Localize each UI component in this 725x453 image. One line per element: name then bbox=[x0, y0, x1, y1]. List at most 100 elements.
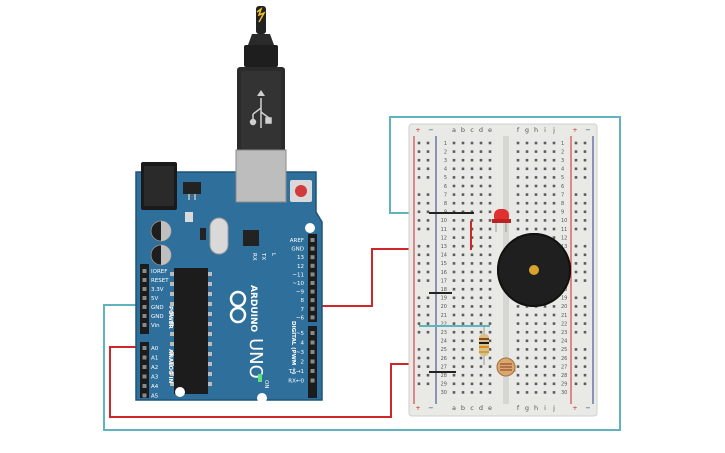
header-pin[interactable] bbox=[142, 287, 147, 291]
header-pin[interactable] bbox=[142, 374, 147, 379]
header-pin[interactable] bbox=[142, 355, 147, 360]
header-pin[interactable] bbox=[310, 340, 315, 345]
row-number: 12 bbox=[561, 235, 567, 241]
header-pin[interactable] bbox=[310, 369, 315, 373]
column-label: d bbox=[479, 126, 483, 134]
row-number: 6 bbox=[561, 184, 564, 190]
pin-label: ~11 bbox=[292, 272, 304, 278]
row-number: 24 bbox=[441, 339, 447, 345]
analog-header-label: ANALOG IN bbox=[167, 349, 173, 384]
row-number: 28 bbox=[561, 373, 567, 379]
row-number: 27 bbox=[441, 364, 447, 370]
header-pin[interactable] bbox=[310, 298, 315, 303]
pin-label: GND bbox=[291, 247, 304, 253]
header-pin[interactable] bbox=[310, 263, 315, 268]
red-led bbox=[492, 209, 511, 232]
pin-label: 5V bbox=[151, 296, 158, 302]
column-label: g bbox=[525, 126, 529, 134]
pin-label: A0 bbox=[151, 346, 159, 352]
header-pin[interactable] bbox=[142, 278, 147, 282]
row-number: 30 bbox=[561, 390, 567, 396]
on-led bbox=[258, 374, 262, 382]
rx-led-label: RX bbox=[251, 253, 257, 261]
pin-label: GND bbox=[151, 305, 164, 311]
pin-label: A5 bbox=[151, 394, 159, 400]
pin-label: ~5 bbox=[296, 331, 305, 337]
header-pin[interactable] bbox=[142, 296, 147, 300]
column-label: e bbox=[488, 126, 492, 134]
tx-led-label: TX bbox=[260, 252, 266, 260]
pin-label: GND bbox=[151, 314, 164, 320]
rail-label: − bbox=[428, 404, 433, 412]
row-number: 3 bbox=[561, 158, 564, 164]
pin-label: RX←0 bbox=[288, 379, 304, 385]
row-number: 12 bbox=[441, 235, 447, 241]
column-label: f bbox=[517, 404, 520, 412]
row-number: 6 bbox=[444, 184, 447, 190]
pin-label: 2 bbox=[301, 360, 305, 366]
row-number: 23 bbox=[561, 330, 567, 336]
components bbox=[419, 209, 571, 377]
row-number: 13 bbox=[561, 244, 567, 250]
header-pin[interactable] bbox=[310, 306, 315, 311]
header-pin[interactable] bbox=[142, 323, 147, 327]
rail-label: + bbox=[572, 404, 577, 412]
row-number: 15 bbox=[441, 261, 447, 267]
row-number: 11 bbox=[561, 227, 567, 233]
row-number: 20 bbox=[441, 304, 447, 310]
row-number: 2 bbox=[561, 149, 564, 155]
row-number: 23 bbox=[441, 330, 447, 336]
header-pin[interactable] bbox=[142, 346, 147, 350]
header-pin[interactable] bbox=[142, 393, 147, 398]
row-number: 5 bbox=[561, 175, 564, 181]
row-number: 7 bbox=[561, 192, 564, 198]
pin-label: TX→1 bbox=[288, 369, 304, 375]
header-pin[interactable] bbox=[142, 314, 147, 318]
row-number: 1 bbox=[444, 141, 447, 147]
row-number: 8 bbox=[561, 201, 564, 207]
lightning-icon bbox=[256, 6, 266, 23]
header-pin[interactable] bbox=[142, 269, 147, 273]
row-number: 22 bbox=[441, 321, 447, 327]
pin-label: ~6 bbox=[296, 315, 305, 321]
header-pin[interactable] bbox=[310, 289, 315, 294]
arduino-logo-icon bbox=[229, 290, 247, 324]
row-number: 18 bbox=[441, 287, 447, 293]
row-number: 22 bbox=[561, 321, 567, 327]
row-number: 26 bbox=[441, 356, 447, 362]
pin-label: A3 bbox=[151, 375, 159, 381]
header-pin[interactable] bbox=[142, 384, 147, 388]
header-pin[interactable] bbox=[310, 359, 315, 364]
header-pin[interactable] bbox=[310, 315, 315, 320]
header-pin[interactable] bbox=[310, 272, 315, 277]
column-label: a bbox=[452, 404, 456, 412]
header-pin[interactable] bbox=[310, 378, 315, 383]
wire-gnd-teal bbox=[103, 116, 621, 431]
row-number: 1 bbox=[561, 141, 564, 147]
column-label: d bbox=[479, 404, 483, 412]
row-number: 9 bbox=[561, 210, 564, 216]
column-label: j bbox=[552, 404, 555, 412]
header-pin[interactable] bbox=[142, 365, 147, 369]
header-pin[interactable] bbox=[310, 238, 315, 242]
on-led-label: ON bbox=[263, 380, 269, 388]
arduino-uno-board: ARDUINO UNO POWER ANALOG IN DIGITAL (PWM… bbox=[135, 149, 323, 403]
header-pin[interactable] bbox=[310, 331, 315, 335]
header-pin[interactable] bbox=[310, 246, 315, 251]
header-pin[interactable] bbox=[310, 350, 315, 354]
pin-label: AREF bbox=[290, 238, 304, 244]
row-number: 7 bbox=[444, 192, 447, 198]
row-number: 24 bbox=[561, 339, 567, 345]
header-pin[interactable] bbox=[310, 281, 315, 285]
row-number: 2 bbox=[444, 149, 447, 155]
digital-header-high bbox=[308, 234, 317, 322]
row-number: 28 bbox=[441, 373, 447, 379]
rail-label: − bbox=[585, 404, 590, 412]
row-number: 5 bbox=[444, 175, 447, 181]
row-number: 3 bbox=[444, 158, 447, 164]
row-number: 10 bbox=[561, 218, 567, 224]
header-pin[interactable] bbox=[310, 255, 315, 260]
header-pin[interactable] bbox=[142, 305, 147, 309]
pin-label: A2 bbox=[151, 365, 158, 371]
